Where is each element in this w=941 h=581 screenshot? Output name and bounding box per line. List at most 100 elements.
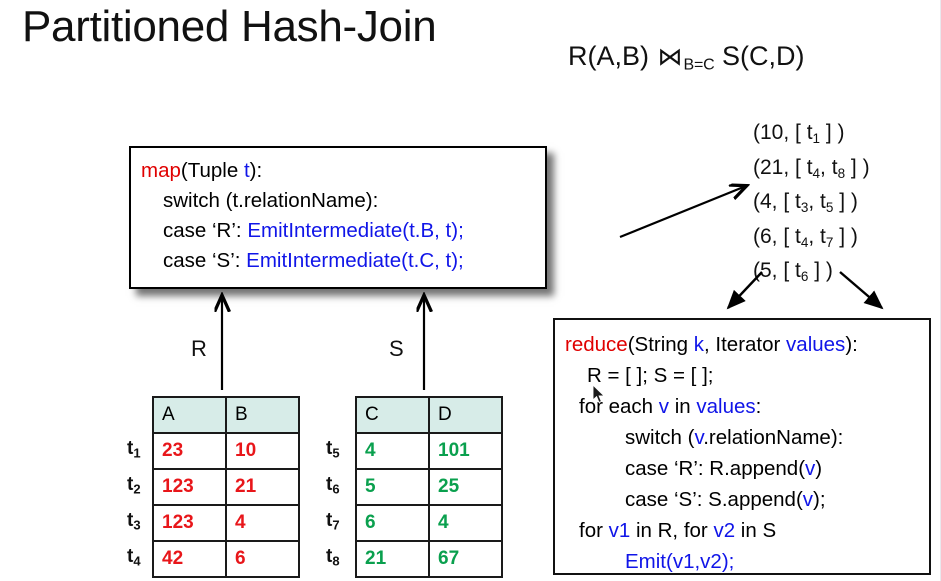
table-row: 123 21 (152, 468, 300, 506)
intermediate-pair-1: (10, [ t1 ] ) (753, 121, 845, 147)
reduce-foreach-a: for each (579, 395, 659, 418)
reduce-var-v2: v2 (713, 519, 736, 542)
table-header-row: A B (152, 396, 300, 434)
arrow-label-r: R (191, 336, 207, 361)
join-right-relation: S(C,D) (722, 41, 805, 71)
column-header-c: C (355, 396, 430, 434)
map-code-line-2: switch (t.relationName): (141, 186, 545, 216)
map-emit-s-call: EmitIntermediate(t.C, t); (246, 249, 464, 272)
reduce-case-s-b: ); (813, 488, 826, 511)
table-row: 21 67 (355, 540, 503, 578)
reduce-init-lists: R = [ ]; S = [ ]; (587, 364, 714, 387)
row-label: t4 (127, 546, 141, 569)
row-label: t7 (326, 510, 340, 533)
cell-value: 5 (355, 468, 430, 506)
column-header-b: B (225, 396, 300, 434)
map-param-t: t (243, 159, 250, 182)
reduce-code-line-7: for v1 in R, for v2 in S (565, 515, 929, 546)
table-s-row-labels: t5 t6 t7 t8 (326, 431, 340, 575)
reduce-code-line-1: reduce(String k, Iterator values): (565, 329, 929, 360)
cell-value: 101 (428, 432, 503, 470)
join-operator-icon: ⋈ (657, 43, 683, 71)
reduce-values-ref: values (696, 395, 756, 418)
reduce-sig-b: , Iterator (704, 333, 787, 356)
table-row: 6 4 (355, 504, 503, 542)
join-expression: R(A,B) ⋈B=C S(C,D) (568, 41, 805, 74)
reduce-emit-call: Emit(v1,v2); (625, 550, 735, 573)
map-code-line-3: case ‘R’: EmitIntermediate(t.B, t); (141, 216, 545, 246)
table-row: 23 10 (152, 432, 300, 470)
map-function-box: map(Tuple t): switch (t.relationName): c… (129, 146, 547, 289)
row-label: t3 (127, 510, 141, 533)
mouse-cursor-icon (592, 384, 606, 403)
relation-r-table: A B 23 10 123 21 123 4 42 6 (152, 396, 300, 578)
map-keyword: map (141, 159, 181, 182)
cell-value: 23 (152, 432, 227, 470)
cell-value: 67 (428, 540, 503, 578)
reduce-case-s-var: v (802, 488, 814, 511)
map-code-line-4: case ‘S’: EmitIntermediate(t.C, t); (141, 246, 545, 276)
column-header-d: D (428, 396, 503, 434)
intermediate-pair-5: (5, [ t6 ] ) (753, 259, 833, 285)
reduce-switch-b: .relationName): (703, 426, 844, 449)
cell-value: 10 (225, 432, 300, 470)
join-condition: B=C (683, 56, 715, 74)
reduce-sig-a: (String (627, 333, 694, 356)
reduce-loop-c: in S (735, 519, 777, 542)
reduce-case-r-a: case ‘R’: R.append( (625, 457, 806, 480)
reduce-code-line-6: case ‘S’: S.append(v); (565, 484, 929, 515)
arrow-map-to-pairs (619, 186, 746, 239)
reduce-keyword: reduce (565, 333, 628, 356)
cell-value: 123 (152, 504, 227, 542)
row-label: t1 (127, 438, 141, 461)
reduce-code-line-8: Emit(v1,v2); (565, 546, 929, 577)
map-switch-stmt: switch (t.relationName): (163, 189, 379, 212)
map-case-r-label: case ‘R’: (163, 219, 248, 242)
row-label: t6 (326, 474, 340, 497)
reduce-code-line-2: R = [ ]; S = [ ]; (565, 360, 929, 391)
reduce-case-r-var: v (805, 457, 816, 480)
reduce-case-s-a: case ‘S’: S.append( (625, 488, 803, 511)
intermediate-pairs-list: (10, [ t1 ] ) (21, [ t4, t8 ] ) (4, [ t3… (753, 119, 870, 292)
map-code-line-1: map(Tuple t): (141, 156, 545, 186)
reduce-param-k: k (693, 333, 705, 356)
map-signature-open: (Tuple (180, 159, 244, 182)
arrow-label-s: S (389, 336, 404, 361)
map-signature-close: ): (249, 159, 263, 182)
reduce-var-v1: v1 (608, 519, 631, 542)
join-left-relation: R(A,B) (568, 41, 649, 71)
intermediate-pair-3: (4, [ t3, t5 ] ) (753, 190, 858, 216)
cell-value: 42 (152, 540, 227, 578)
table-row: 42 6 (152, 540, 300, 578)
intermediate-pair-2: (21, [ t4, t8 ] ) (753, 155, 870, 181)
table-r-row-labels: t1 t2 t3 t4 (127, 431, 141, 575)
column-header-a: A (152, 396, 227, 434)
cell-value: 25 (428, 468, 503, 506)
row-label: t2 (127, 474, 141, 497)
map-case-s-label: case ‘S’: (163, 249, 247, 272)
reduce-foreach-b: in (669, 395, 697, 418)
reduce-loop-a: for (579, 519, 609, 542)
reduce-foreach-colon: : (755, 395, 762, 418)
cell-value: 4 (355, 432, 430, 470)
cell-value: 21 (355, 540, 430, 578)
cell-value: 4 (225, 504, 300, 542)
reduce-switch-a: switch ( (625, 426, 695, 449)
cell-value: 123 (152, 468, 227, 506)
reduce-param-values: values (786, 333, 846, 356)
reduce-case-r-b: ) (815, 457, 823, 480)
table-row: 4 101 (355, 432, 503, 470)
reduce-function-box: reduce(String k, Iterator values): R = [… (553, 318, 931, 575)
table-row: 5 25 (355, 468, 503, 506)
relation-s-table: C D 4 101 5 25 6 4 21 67 (355, 396, 503, 578)
reduce-code-line-5: case ‘R’: R.append(v) (565, 453, 929, 484)
reduce-sig-close: ): (845, 333, 858, 356)
reduce-var-v: v (658, 395, 670, 418)
cell-value: 6 (225, 540, 300, 578)
reduce-loop-b: in R, for (630, 519, 714, 542)
reduce-switch-var: v (694, 426, 704, 449)
table-header-row: C D (355, 396, 503, 434)
reduce-code-line-4: switch (v.relationName): (565, 422, 929, 453)
reduce-code-line-3: for each v in values: (565, 391, 929, 422)
